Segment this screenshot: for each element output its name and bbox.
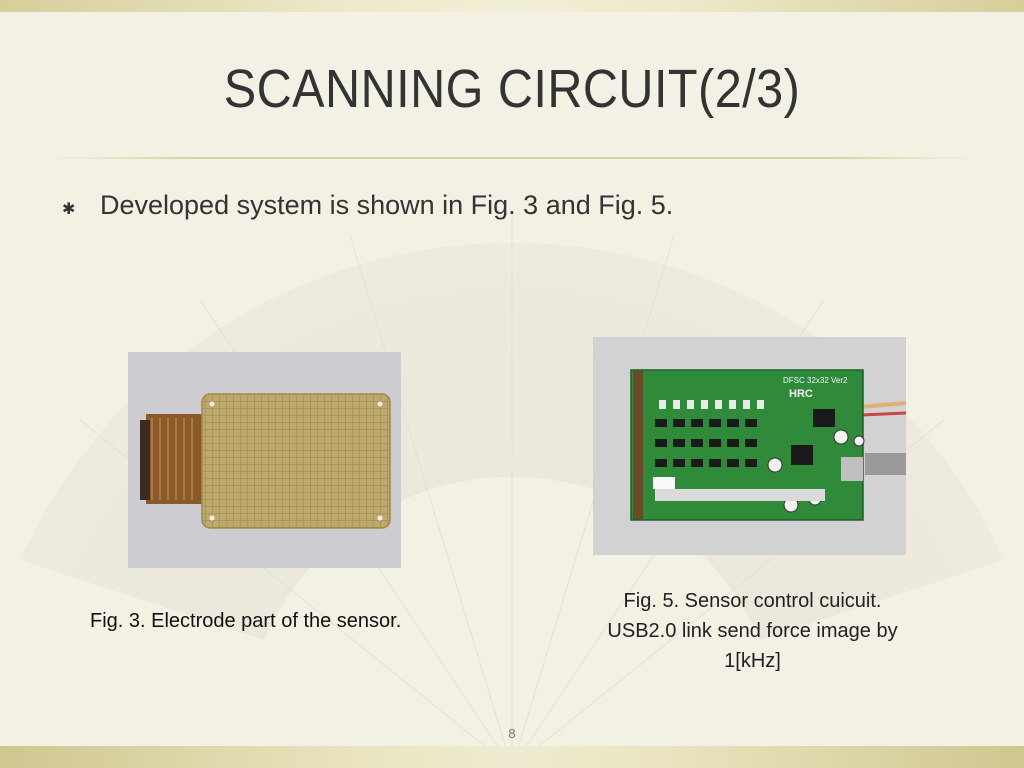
caption-line: Fig. 5. Sensor control cuicuit. — [623, 590, 882, 612]
bullet-item: ✱ Developed system is shown in Fig. 3 an… — [62, 190, 673, 221]
bottom-decor-band — [0, 746, 1024, 768]
control-circuit-photo: DFSC 32x32 Ver2 HRC — [593, 337, 906, 555]
caption-line: 1[kHz] — [724, 650, 781, 672]
page-number: 8 — [508, 726, 516, 741]
figure-3-caption: Fig. 3. Electrode part of the sensor. — [90, 610, 402, 632]
bullet-text: Developed system is shown in Fig. 3 and … — [100, 190, 674, 220]
board-label: DFSC 32x32 Ver2 — [783, 376, 848, 385]
asterisk-bullet-icon: ✱ — [62, 201, 76, 218]
figure-5-caption: Fig. 5. Sensor control cuicuit. USB2.0 l… — [565, 586, 940, 676]
slide-title: SCANNING CIRCUIT(2/3) — [223, 59, 801, 119]
title-divider — [50, 157, 974, 159]
caption-line: USB2.0 link send force image by — [607, 620, 898, 642]
board-brand: HRC — [789, 388, 813, 400]
electrode-sensor-photo — [128, 352, 401, 568]
top-decor-band — [0, 0, 1024, 12]
